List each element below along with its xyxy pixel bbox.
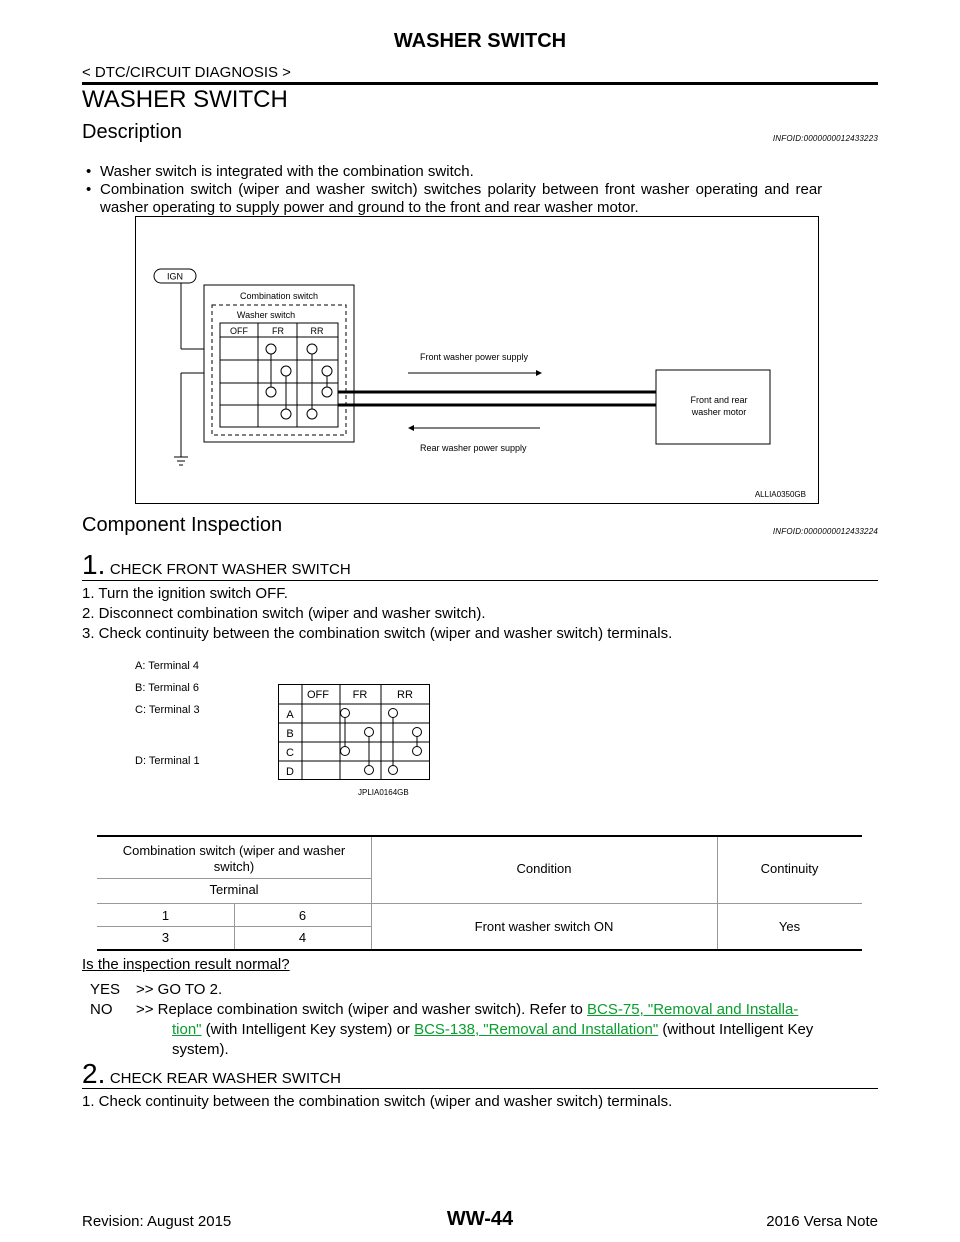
grid-row-c: C bbox=[286, 747, 294, 759]
yes-label: YES bbox=[90, 981, 121, 998]
washer-switch-diagram-svg: IGN Combination switch Washer switch OFF… bbox=[153, 268, 806, 499]
col-rr: RR bbox=[311, 326, 324, 336]
motor-label-1: Front and rear bbox=[690, 395, 747, 405]
component-heading: Component Inspection bbox=[82, 514, 283, 536]
bullet-1: •Washer switch is integrated with the co… bbox=[86, 163, 474, 180]
step1-heading: 1. CHECK FRONT WASHER SWITCH bbox=[82, 549, 351, 580]
contact bbox=[306, 408, 318, 420]
no-label: NO bbox=[90, 1001, 113, 1018]
table-continuity: Yes bbox=[778, 919, 801, 934]
footer-revision: Revision: August 2015 bbox=[82, 1213, 232, 1230]
step1-item-3: 3. Check continuity between the combinat… bbox=[82, 625, 673, 642]
link-bcs-138[interactable]: BCS-138, "Removal and Installation" bbox=[414, 1021, 659, 1038]
grid-col-fr: FR bbox=[353, 689, 368, 701]
contact bbox=[364, 727, 374, 737]
grid-row-b: B bbox=[286, 728, 293, 740]
step1-item-1: 1. Turn the ignition switch OFF. bbox=[82, 585, 288, 602]
combination-switch-label: Combination switch bbox=[240, 291, 318, 301]
contact bbox=[340, 746, 350, 756]
contact bbox=[306, 343, 318, 355]
col-fr: FR bbox=[272, 326, 284, 336]
motor-label-2: washer motor bbox=[691, 407, 747, 417]
no-text-cont: tion" (with Intelligent Key system) or B… bbox=[172, 1021, 814, 1038]
table-row-1-a: 1 bbox=[161, 908, 170, 923]
contact bbox=[364, 765, 374, 775]
col-off: OFF bbox=[230, 326, 248, 336]
th-combination-switch: Combination switch (wiper and washer swi… bbox=[122, 843, 346, 874]
page-header-title: WASHER SWITCH bbox=[393, 30, 567, 52]
contact bbox=[340, 708, 350, 718]
no-text-end: system). bbox=[172, 1041, 229, 1058]
washer-switch-diagram: IGN Combination switch Washer switch OFF… bbox=[135, 216, 819, 504]
terminal-label-a: A: Terminal 4 bbox=[135, 660, 199, 672]
table-row-1-b: 6 bbox=[298, 908, 307, 923]
bullet-2-cont: washer operating to supply power and gro… bbox=[100, 199, 639, 216]
link-bcs-75[interactable]: BCS-75, "Removal and Installa- bbox=[587, 1001, 799, 1018]
link-bcs-75-cont[interactable]: tion" bbox=[172, 1021, 202, 1038]
terminal-continuity-grid: OFF FR RR A B C D bbox=[278, 684, 430, 780]
ign-label: IGN bbox=[167, 272, 183, 282]
washer-motor-box bbox=[655, 369, 771, 445]
inspection-question: Is the inspection result normal? bbox=[82, 956, 290, 973]
contact bbox=[412, 727, 422, 737]
terminal-label-c: C: Terminal 3 bbox=[135, 704, 200, 716]
contact bbox=[388, 765, 398, 775]
component-infoid: INFOID:0000000012433224 bbox=[772, 527, 878, 536]
combination-switch-box bbox=[203, 284, 355, 443]
grid-code: JPLIA0164GB bbox=[358, 788, 409, 797]
contact bbox=[280, 408, 292, 420]
step1-item-2: 2. Disconnect combination switch (wiper … bbox=[82, 605, 486, 622]
contact bbox=[265, 386, 277, 398]
diagram-code: ALLIA0350GB bbox=[755, 490, 806, 499]
no-text: >> Replace combination switch (wiper and… bbox=[136, 1001, 799, 1018]
contact bbox=[321, 365, 333, 377]
contact bbox=[412, 746, 422, 756]
description-heading: Description bbox=[82, 121, 183, 143]
yes-text: >> GO TO 2. bbox=[136, 981, 223, 998]
contact bbox=[321, 386, 333, 398]
contact bbox=[265, 343, 277, 355]
breadcrumb: < DTC/CIRCUIT DIAGNOSIS > bbox=[82, 64, 291, 81]
washer-switch-label: Washer switch bbox=[237, 310, 295, 320]
header-rule bbox=[82, 82, 878, 85]
contact bbox=[280, 365, 292, 377]
grid-row-d: D bbox=[286, 766, 294, 778]
washer-switch-dashed bbox=[211, 304, 347, 436]
section-title: WASHER SWITCH bbox=[82, 86, 288, 113]
th-continuity: Continuity bbox=[760, 861, 819, 876]
footer-page-code: WW-44 bbox=[446, 1208, 514, 1230]
grid-col-off: OFF bbox=[307, 689, 329, 701]
grid-row-a: A bbox=[286, 709, 294, 721]
th-condition: Condition bbox=[516, 861, 572, 876]
table-row-2-b: 4 bbox=[298, 930, 307, 945]
terminal-label-d: D: Terminal 1 bbox=[135, 755, 200, 767]
footer-model: 2016 Versa Note bbox=[766, 1213, 878, 1230]
front-supply-label: Front washer power supply bbox=[420, 352, 529, 362]
step2-heading: 2. CHECK REAR WASHER SWITCH bbox=[82, 1058, 341, 1089]
contact bbox=[388, 708, 398, 718]
step2-item-1: 1. Check continuity between the combinat… bbox=[82, 1093, 673, 1110]
description-infoid: INFOID:0000000012433223 bbox=[772, 134, 878, 143]
rear-supply-label: Rear washer power supply bbox=[420, 443, 527, 453]
ign-badge bbox=[153, 268, 197, 284]
table-row-2-a: 3 bbox=[161, 930, 170, 945]
th-terminal: Terminal bbox=[209, 882, 259, 897]
bullet-2: •Combination switch (wiper and washer sw… bbox=[86, 181, 823, 198]
table-condition: Front washer switch ON bbox=[474, 919, 614, 934]
terminal-label-b: B: Terminal 6 bbox=[135, 682, 199, 694]
grid-col-rr: RR bbox=[397, 689, 413, 701]
